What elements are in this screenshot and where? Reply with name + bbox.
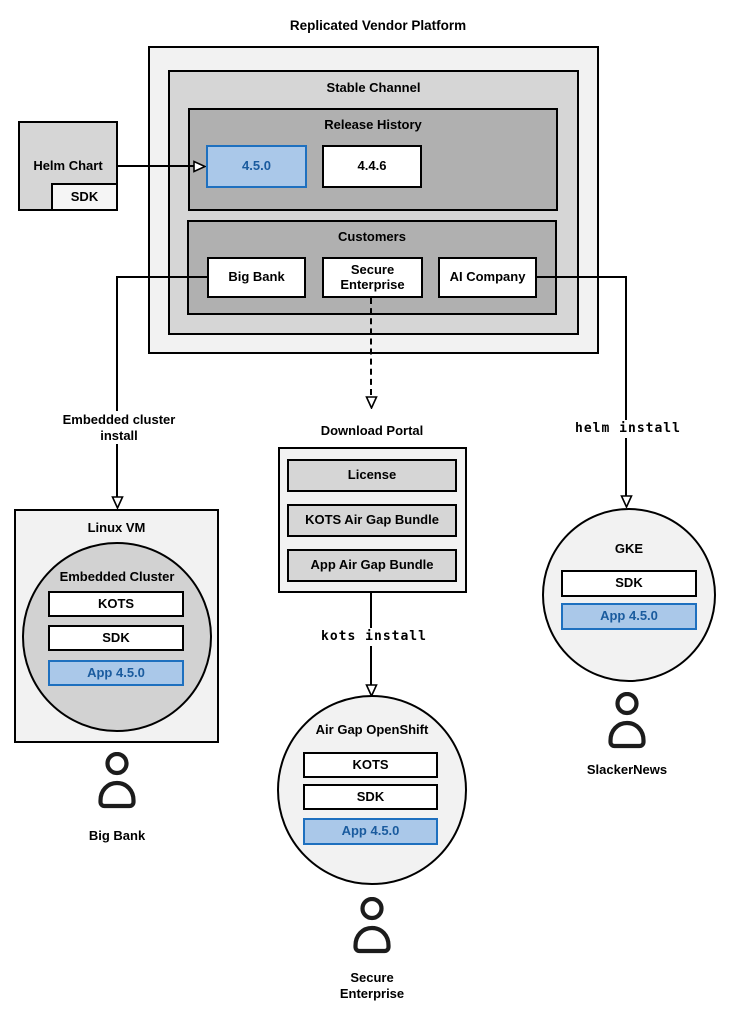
customer-big-bank: Big Bank — [207, 257, 306, 298]
big-bank-edge-line-v — [116, 276, 118, 503]
helm-install-label: helm install — [566, 420, 690, 438]
user-icon — [98, 752, 136, 809]
customers-label: Customers — [338, 229, 406, 244]
diagram-title: Replicated Vendor Platform — [289, 18, 467, 33]
helm-sdk-box: SDK — [51, 183, 118, 211]
openshift-sdk-box: SDK — [303, 784, 438, 810]
slackernews-user-label: SlackerNews — [586, 762, 668, 777]
arrow-down-icon — [365, 684, 378, 697]
secure-enterprise-user-label: Secure Enterprise — [339, 970, 405, 1002]
arrow-right-icon — [193, 160, 206, 173]
customer-ai-company: AI Company — [438, 257, 537, 298]
linux-vm-kots-box: KOTS — [48, 591, 184, 617]
ai-company-edge-line-h — [537, 276, 627, 278]
helm-to-release-line — [118, 165, 196, 167]
release-history-label: Release History — [324, 117, 422, 132]
release-4-4-6: 4.4.6 — [322, 145, 422, 188]
arrow-down-icon — [111, 496, 124, 509]
user-icon — [353, 897, 391, 954]
ai-company-edge-line-v — [625, 276, 627, 502]
license-box: License — [287, 459, 457, 492]
embedded-cluster-label: Embedded Cluster — [59, 569, 175, 584]
openshift-kots-box: KOTS — [303, 752, 438, 778]
release-4-5-0: 4.5.0 — [206, 145, 307, 188]
customer-secure-enterprise: Secure Enterprise — [322, 257, 423, 298]
arrow-down-hollow-icon — [365, 396, 378, 409]
openshift-app-box: App 4.5.0 — [303, 818, 438, 845]
linux-vm-label: Linux VM — [87, 520, 146, 535]
secure-enterprise-dashed-line — [370, 298, 372, 395]
kots-install-label: kots install — [312, 628, 436, 646]
embedded-cluster-install-label: Embedded cluster install — [52, 411, 186, 445]
linux-vm-app-box: App 4.5.0 — [48, 660, 184, 686]
app-air-gap-bundle-box: App Air Gap Bundle — [287, 549, 457, 582]
gke-sdk-box: SDK — [561, 570, 697, 597]
gke-label: GKE — [614, 541, 644, 556]
big-bank-edge-line-h — [117, 276, 207, 278]
stable-channel-label: Stable Channel — [326, 80, 421, 95]
linux-vm-sdk-box: SDK — [48, 625, 184, 651]
helm-chart-label: Helm Chart — [33, 158, 103, 173]
download-portal-label: Download Portal — [320, 423, 424, 438]
kots-air-gap-bundle-box: KOTS Air Gap Bundle — [287, 504, 457, 537]
big-bank-user-label: Big Bank — [88, 828, 146, 843]
gke-app-box: App 4.5.0 — [561, 603, 697, 630]
air-gap-openshift-label: Air Gap OpenShift — [315, 722, 429, 737]
user-icon — [608, 692, 646, 749]
arrow-down-icon — [620, 495, 633, 508]
